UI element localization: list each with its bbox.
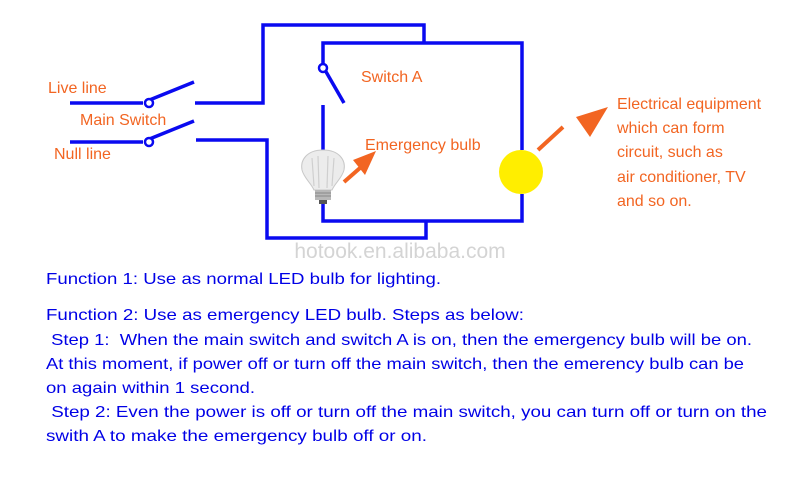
function-2-text: Function 2: Use as emergency LED bulb. S… [46, 307, 524, 324]
led-bulb-icon [301, 149, 345, 204]
live-line-label: Live line [48, 80, 107, 97]
svg-text:which can form: which can form [616, 120, 725, 137]
switch-a-blade [323, 69, 346, 104]
step-1-line-1: Step 1: When the main switch and switch … [46, 332, 752, 349]
watermark: hotook.en.alibaba.com [294, 240, 505, 263]
null-line-label: Null line [54, 146, 111, 163]
inner-circuit [317, 41, 524, 223]
main-switch-pivot-null [143, 136, 155, 148]
emergency-bulb-label: Emergency bulb [365, 137, 481, 154]
null-line-wire [70, 119, 428, 240]
arrow-to-emergency-bulb-icon [342, 151, 376, 184]
switch-a-pivot [317, 62, 329, 74]
arrow-to-equipment-icon [536, 107, 608, 152]
step-2-line-1: Step 2: Even the power is off or turn of… [46, 404, 767, 421]
svg-text:and so on.: and so on. [617, 193, 692, 210]
electrical-equipment-load [499, 150, 543, 194]
svg-text:circuit, such as: circuit, such as [617, 144, 723, 161]
step-1-line-3: on again within 1 second. [46, 380, 255, 397]
switch-a-label: Switch A [361, 69, 423, 86]
main-switch-pivot-live [143, 97, 155, 109]
live-line-wire [70, 23, 426, 109]
main-switch-label: Main Switch [80, 112, 166, 129]
equipment-label: Electrical equipment which can form circ… [616, 96, 762, 210]
svg-text:air conditioner, TV: air conditioner, TV [617, 169, 746, 186]
step-2-line-2: swith A to make the emergency bulb off o… [46, 428, 427, 445]
step-1-line-2: At this moment, if power off or turn off… [46, 356, 744, 373]
function-1-text: Function 1: Use as normal LED bulb for l… [46, 271, 441, 288]
svg-text:Electrical equipment: Electrical equipment [617, 96, 762, 113]
description-text: Function 1: Use as normal LED bulb for l… [46, 271, 767, 445]
